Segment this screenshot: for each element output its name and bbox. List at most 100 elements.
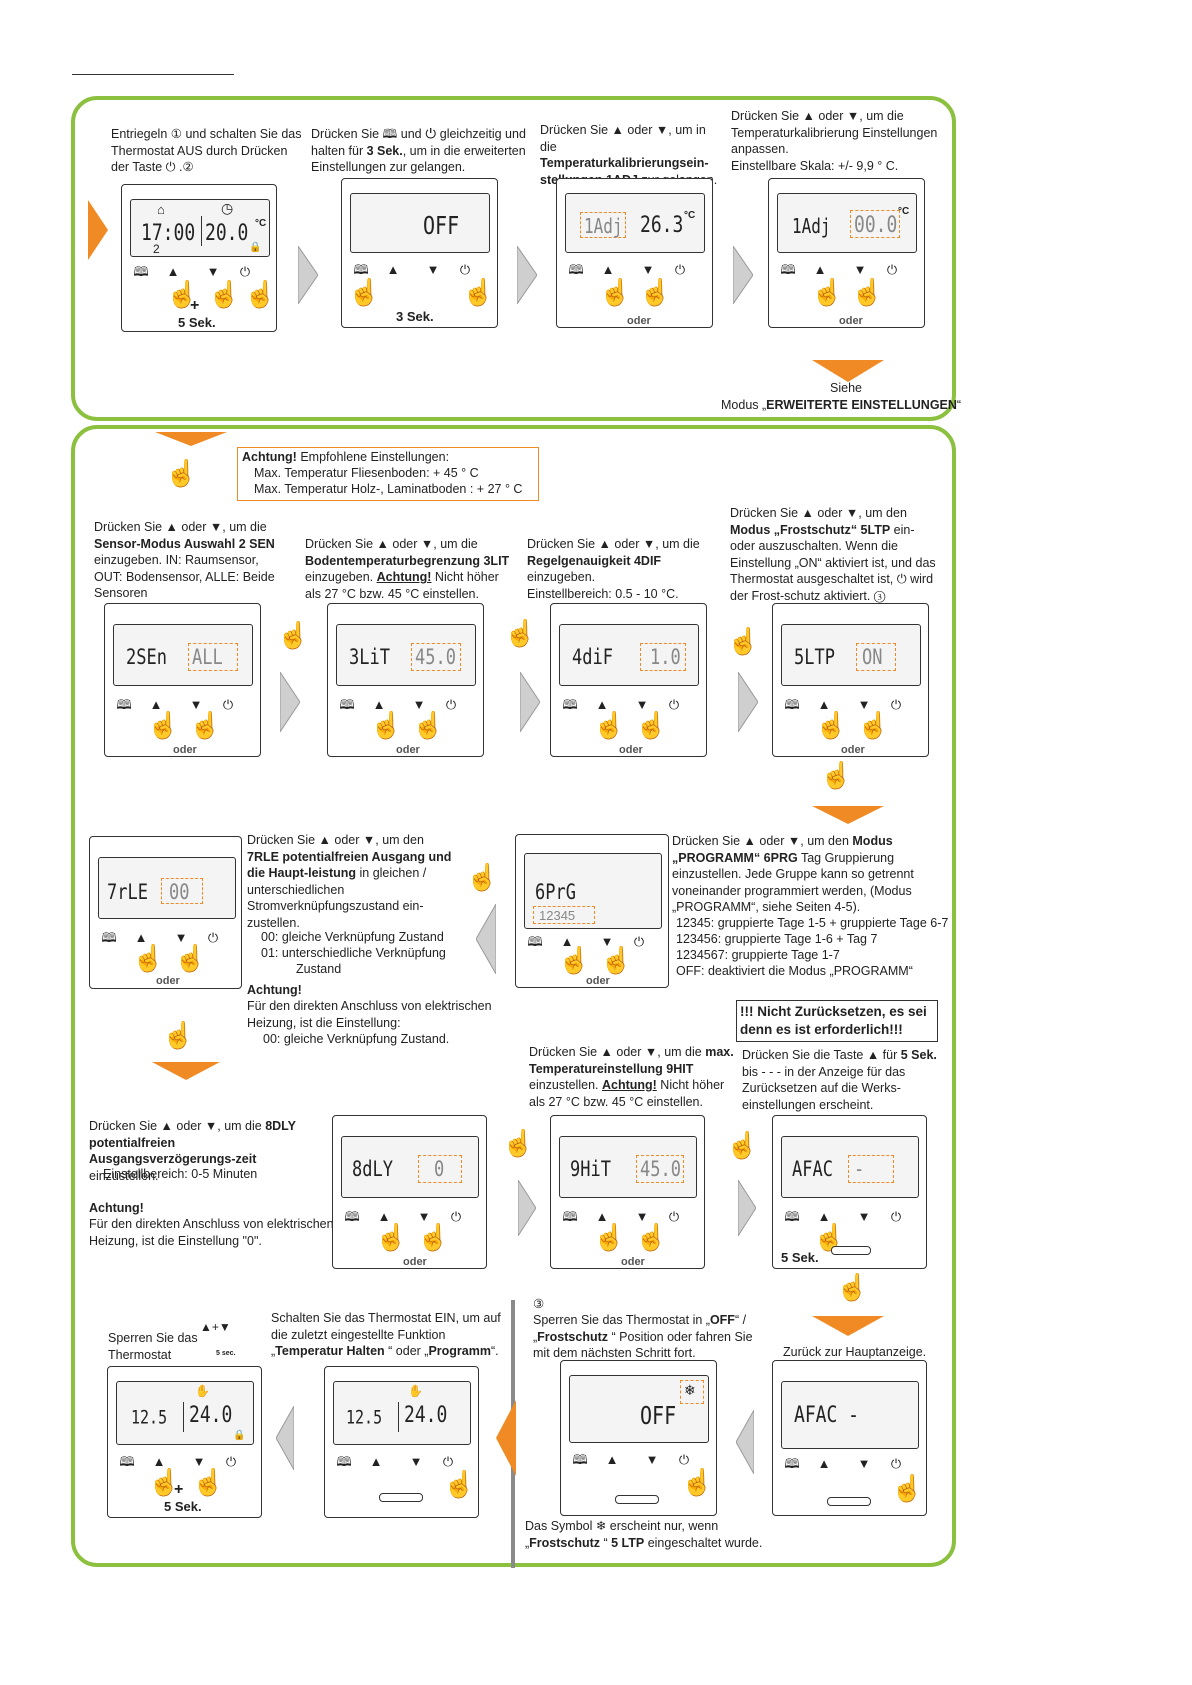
down-button[interactable]: ▼ xyxy=(417,1209,431,1224)
device-5ltp: 5LTP ON 🕮 ▲ ▼ ⏻ ☝ ☝ oder xyxy=(772,603,929,757)
down-button[interactable]: ▼ xyxy=(635,1209,649,1224)
power-button[interactable]: ⏻ xyxy=(674,262,686,277)
display: AFAC - xyxy=(781,1381,919,1449)
book-hand-icon: ☝ xyxy=(277,620,310,650)
display: AFAC - xyxy=(781,1136,919,1198)
recommended-settings-box xyxy=(237,447,539,501)
hand-hold-icon: ✋ xyxy=(195,1384,210,1398)
power-button[interactable]: ⏻ xyxy=(678,1452,690,1467)
book-button[interactable]: 🕮 xyxy=(336,1454,352,1469)
down-button[interactable]: ▼ xyxy=(645,1452,659,1467)
up-button[interactable]: ▲ xyxy=(595,697,609,712)
power-button[interactable]: ⏻ xyxy=(668,697,680,712)
book-button[interactable]: 🕮 xyxy=(784,1209,800,1224)
power-button[interactable]: ⏻ xyxy=(207,930,219,945)
up-button[interactable]: ▲ xyxy=(134,930,148,945)
book-button[interactable]: 🕮 xyxy=(133,264,149,279)
book-button[interactable]: 🕮 xyxy=(101,930,117,945)
down-button[interactable]: ▼ xyxy=(412,697,426,712)
display: ⌂ ◷ 17:00 20.0 °C 2 🔒 xyxy=(130,199,270,257)
power-button[interactable]: ⏻ xyxy=(890,1209,902,1224)
hand-icon: ☝ xyxy=(635,710,668,740)
power-button[interactable]: ⏻ xyxy=(450,1209,462,1224)
up-button[interactable]: ▲ xyxy=(817,1456,831,1471)
frost-number: ③ xyxy=(533,1297,545,1311)
down-button[interactable]: ▼ xyxy=(857,697,871,712)
hand-icon: ☝ xyxy=(811,277,844,307)
lcd-value: 1.0 xyxy=(650,645,681,670)
power-button[interactable]: ⏻ xyxy=(445,697,457,712)
up-button[interactable]: ▲ xyxy=(149,697,163,712)
step1-text: Entriegeln ① und schalten Sie das Thermo… xyxy=(111,127,302,174)
up-button[interactable]: ▲ xyxy=(560,934,574,949)
down-button[interactable]: ▼ xyxy=(426,262,440,277)
book-button[interactable]: 🕮 xyxy=(780,262,796,277)
hand-icon: ☝ xyxy=(558,945,591,975)
lcd-label: 1Adj xyxy=(584,214,623,238)
lcd-row2: 2 xyxy=(153,242,160,256)
down-button[interactable]: ▼ xyxy=(853,262,867,277)
book-button[interactable]: 🕮 xyxy=(339,697,355,712)
down-button[interactable]: ▼ xyxy=(206,264,220,279)
device-step2: OFF 🕮 ▲ ▼ ⏻ ☝ ☝ 3 Sek. xyxy=(341,178,498,328)
up-button[interactable]: ▲ xyxy=(817,1209,831,1224)
book-button[interactable]: 🕮 xyxy=(562,697,578,712)
down-button[interactable]: ▼ xyxy=(857,1456,871,1471)
book-button[interactable]: 🕮 xyxy=(562,1209,578,1224)
hand-icon: ☝ xyxy=(132,943,165,973)
gray-arrow-right-icon xyxy=(280,672,300,732)
down-button[interactable]: ▼ xyxy=(635,697,649,712)
lcd-time: 17:00 xyxy=(141,220,196,247)
lcd-value: 00 xyxy=(169,880,190,905)
book-button[interactable]: 🕮 xyxy=(344,1209,360,1224)
hand-icon: ☝ xyxy=(815,710,848,740)
power-button[interactable]: ⏻ xyxy=(442,1454,454,1469)
power-button[interactable]: ⏻ xyxy=(225,1454,237,1469)
book-button[interactable]: 🕮 xyxy=(572,1452,588,1467)
down-button[interactable]: ▼ xyxy=(857,1209,871,1224)
book-button[interactable]: 🕮 xyxy=(353,262,369,277)
up-button[interactable]: ▲ xyxy=(377,1209,391,1224)
s7rle-warning-title: Achtung! xyxy=(247,983,302,997)
lcd-temp-right: 24.0 xyxy=(189,1402,233,1429)
s6prg-option2: 123456: gruppierte Tage 1-6 + Tag 7 xyxy=(676,932,878,946)
down-button[interactable]: ▼ xyxy=(600,934,614,949)
display: ❄ OFF xyxy=(569,1375,709,1443)
up-button[interactable]: ▲ xyxy=(166,264,180,279)
up-button[interactable]: ▲ xyxy=(605,1452,619,1467)
down-button[interactable]: ▼ xyxy=(189,697,203,712)
lcd-label: 8dLY xyxy=(352,1157,393,1182)
up-button[interactable]: ▲ xyxy=(601,262,615,277)
down-button[interactable]: ▼ xyxy=(641,262,655,277)
s9hit-text: Drücken Sie ▲ oder ▼, um die max. Temper… xyxy=(529,1045,734,1109)
book-button[interactable]: 🕮 xyxy=(784,697,800,712)
up-button[interactable]: ▲ xyxy=(369,1454,383,1469)
notice-title: Achtung! Empfohlene Einstellungen: xyxy=(242,450,450,464)
up-button[interactable]: ▲ xyxy=(152,1454,166,1469)
up-button[interactable]: ▲ xyxy=(386,262,400,277)
down-button[interactable]: ▼ xyxy=(409,1454,423,1469)
up-button[interactable]: ▲ xyxy=(813,262,827,277)
gray-arrow-right-icon xyxy=(738,1180,756,1236)
up-button[interactable]: ▲ xyxy=(372,697,386,712)
down-button[interactable]: ▼ xyxy=(192,1454,206,1469)
down-button[interactable]: ▼ xyxy=(174,930,188,945)
power-button[interactable]: ⏻ xyxy=(886,262,898,277)
see-line2: Modus „ERWEITERTE EINSTELLUNGEN“ xyxy=(721,398,962,412)
clock-icon: ◷ xyxy=(221,200,234,216)
book-button[interactable]: 🕮 xyxy=(527,934,543,949)
book-button[interactable]: 🕮 xyxy=(116,697,132,712)
power-button[interactable]: ⏻ xyxy=(222,697,234,712)
power-button[interactable]: ⏻ xyxy=(459,262,471,277)
book-button[interactable]: 🕮 xyxy=(119,1454,135,1469)
book-button[interactable]: 🕮 xyxy=(784,1456,800,1471)
up-button[interactable]: ▲ xyxy=(817,697,831,712)
up-button[interactable]: ▲ xyxy=(595,1209,609,1224)
power-button[interactable]: ⏻ xyxy=(668,1209,680,1224)
hand-icon: ☝ xyxy=(370,710,403,740)
book-button[interactable]: 🕮 xyxy=(568,262,584,277)
power-button[interactable]: ⏻ xyxy=(890,697,902,712)
power-button[interactable]: ⏻ xyxy=(890,1456,902,1471)
power-button[interactable]: ⏻ xyxy=(633,934,645,949)
power-button[interactable]: ⏻ xyxy=(239,264,251,279)
